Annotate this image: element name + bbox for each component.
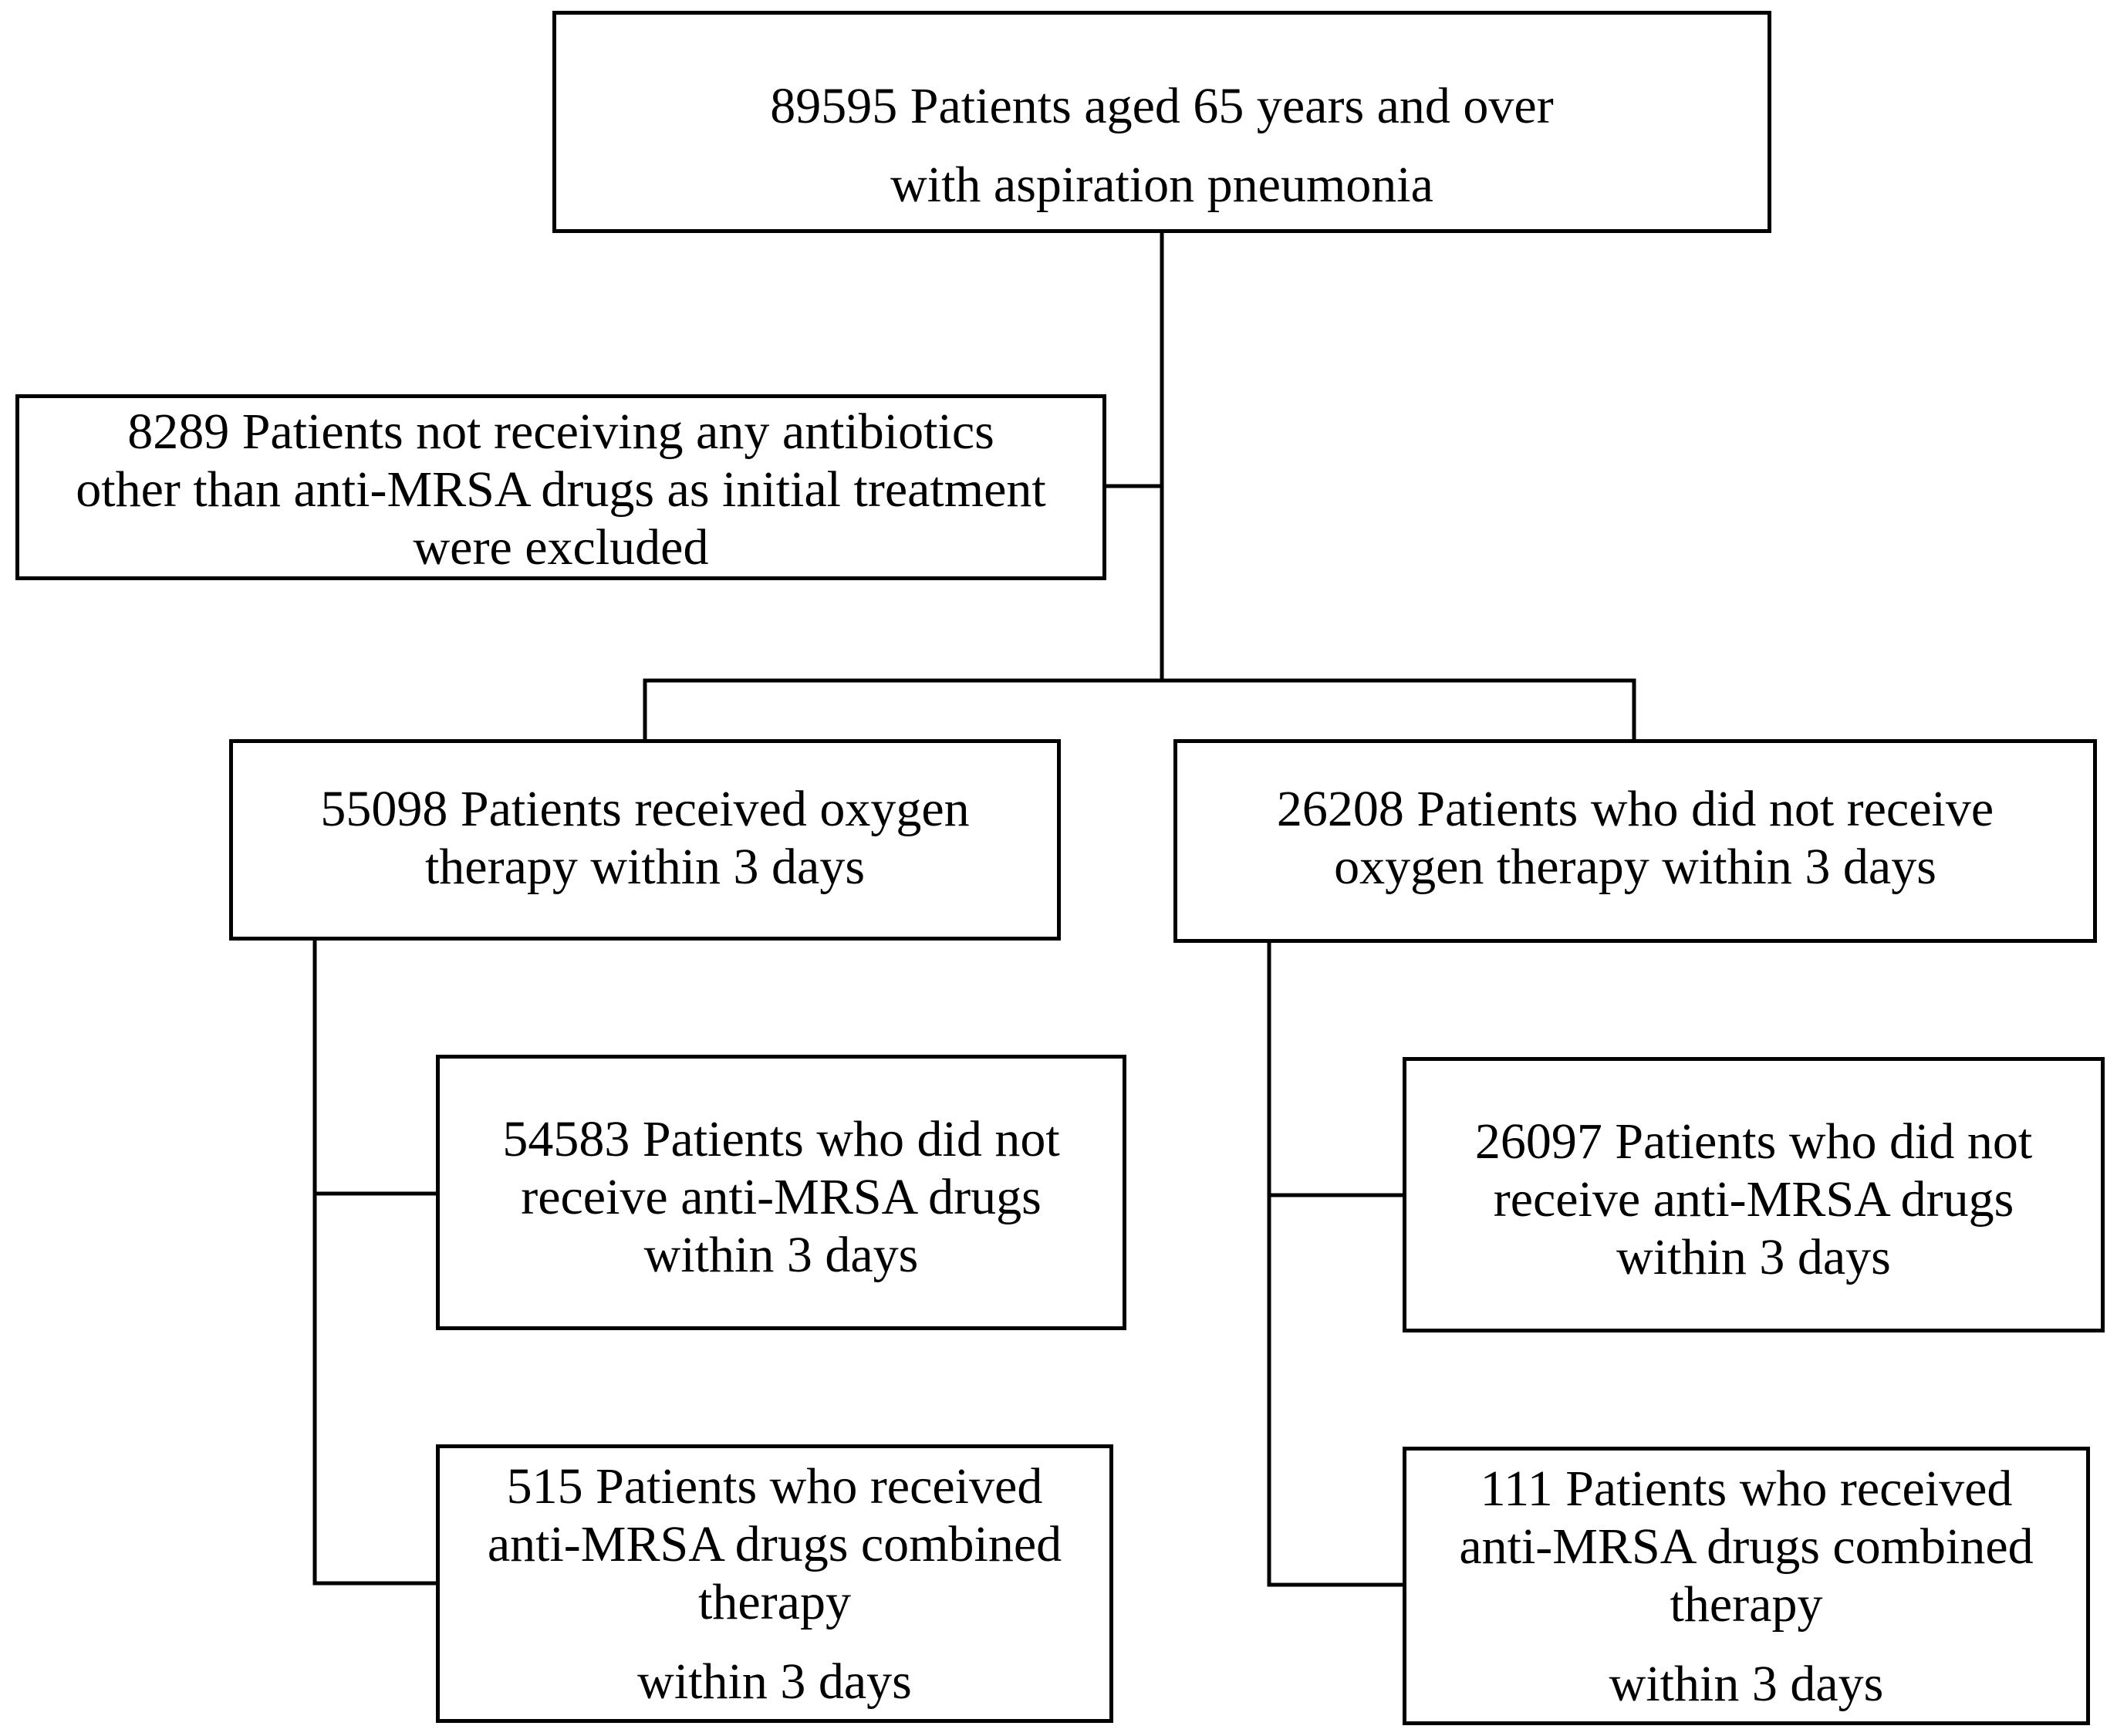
box-text-line: 8289 Patients not receiving any antibiot… [127, 404, 994, 460]
box-text-line: within 3 days [1616, 1229, 1891, 1285]
box-text-line: within 3 days [637, 1653, 912, 1710]
box-text-line: receive anti-MRSA drugs [1493, 1171, 2014, 1228]
box-text-line: therapy [698, 1574, 851, 1630]
box-text-line: 55098 Patients received oxygen [320, 781, 970, 837]
box-text-line: 54583 Patients who did not [502, 1111, 1060, 1167]
box-text-line: therapy within 3 days [424, 839, 866, 895]
no-oxygen-mrsa-combined-box: 111 Patients who received anti-MRSA drug… [1403, 1447, 2090, 1725]
box-text-line: 111 Patients who received [1480, 1461, 2013, 1517]
oxygen-therapy-box: 55098 Patients received oxygen therapy w… [229, 739, 1061, 941]
box-text-line: anti-MRSA drugs combined [1459, 1518, 2034, 1575]
no-oxygen-no-mrsa-box: 26097 Patients who did not receive anti-… [1403, 1057, 2105, 1332]
box-text-line: anti-MRSA drugs combined [487, 1516, 1062, 1572]
box-text-line: oxygen therapy within 3 days [1334, 839, 1936, 895]
no-oxygen-therapy-box: 26208 Patients who did not receive oxyge… [1173, 739, 2097, 943]
box-text-line: other than anti-MRSA drugs as initial tr… [76, 461, 1046, 518]
total-patients-box: 89595 Patients aged 65 years and over wi… [552, 11, 1771, 233]
oxygen-no-mrsa-box: 54583 Patients who did not receive anti-… [436, 1055, 1126, 1330]
box-text-line: with aspiration pneumonia [890, 157, 1433, 213]
excluded-patients-box: 8289 Patients not receiving any antibiot… [15, 394, 1106, 580]
box-text-line: within 3 days [643, 1227, 919, 1283]
box-text-line: were excluded [413, 519, 709, 576]
oxygen-mrsa-combined-box: 515 Patients who received anti-MRSA drug… [436, 1444, 1113, 1723]
box-text-line: therapy [1670, 1576, 1823, 1633]
box-text-line: 26208 Patients who did not receive [1276, 781, 1994, 837]
box-text-line: 515 Patients who received [506, 1458, 1043, 1515]
box-text-line: 89595 Patients aged 65 years and over [770, 78, 1554, 134]
box-text-line: receive anti-MRSA drugs [521, 1169, 1042, 1225]
box-text-line: 26097 Patients who did not [1474, 1113, 2033, 1170]
box-text-line: within 3 days [1609, 1656, 1884, 1712]
